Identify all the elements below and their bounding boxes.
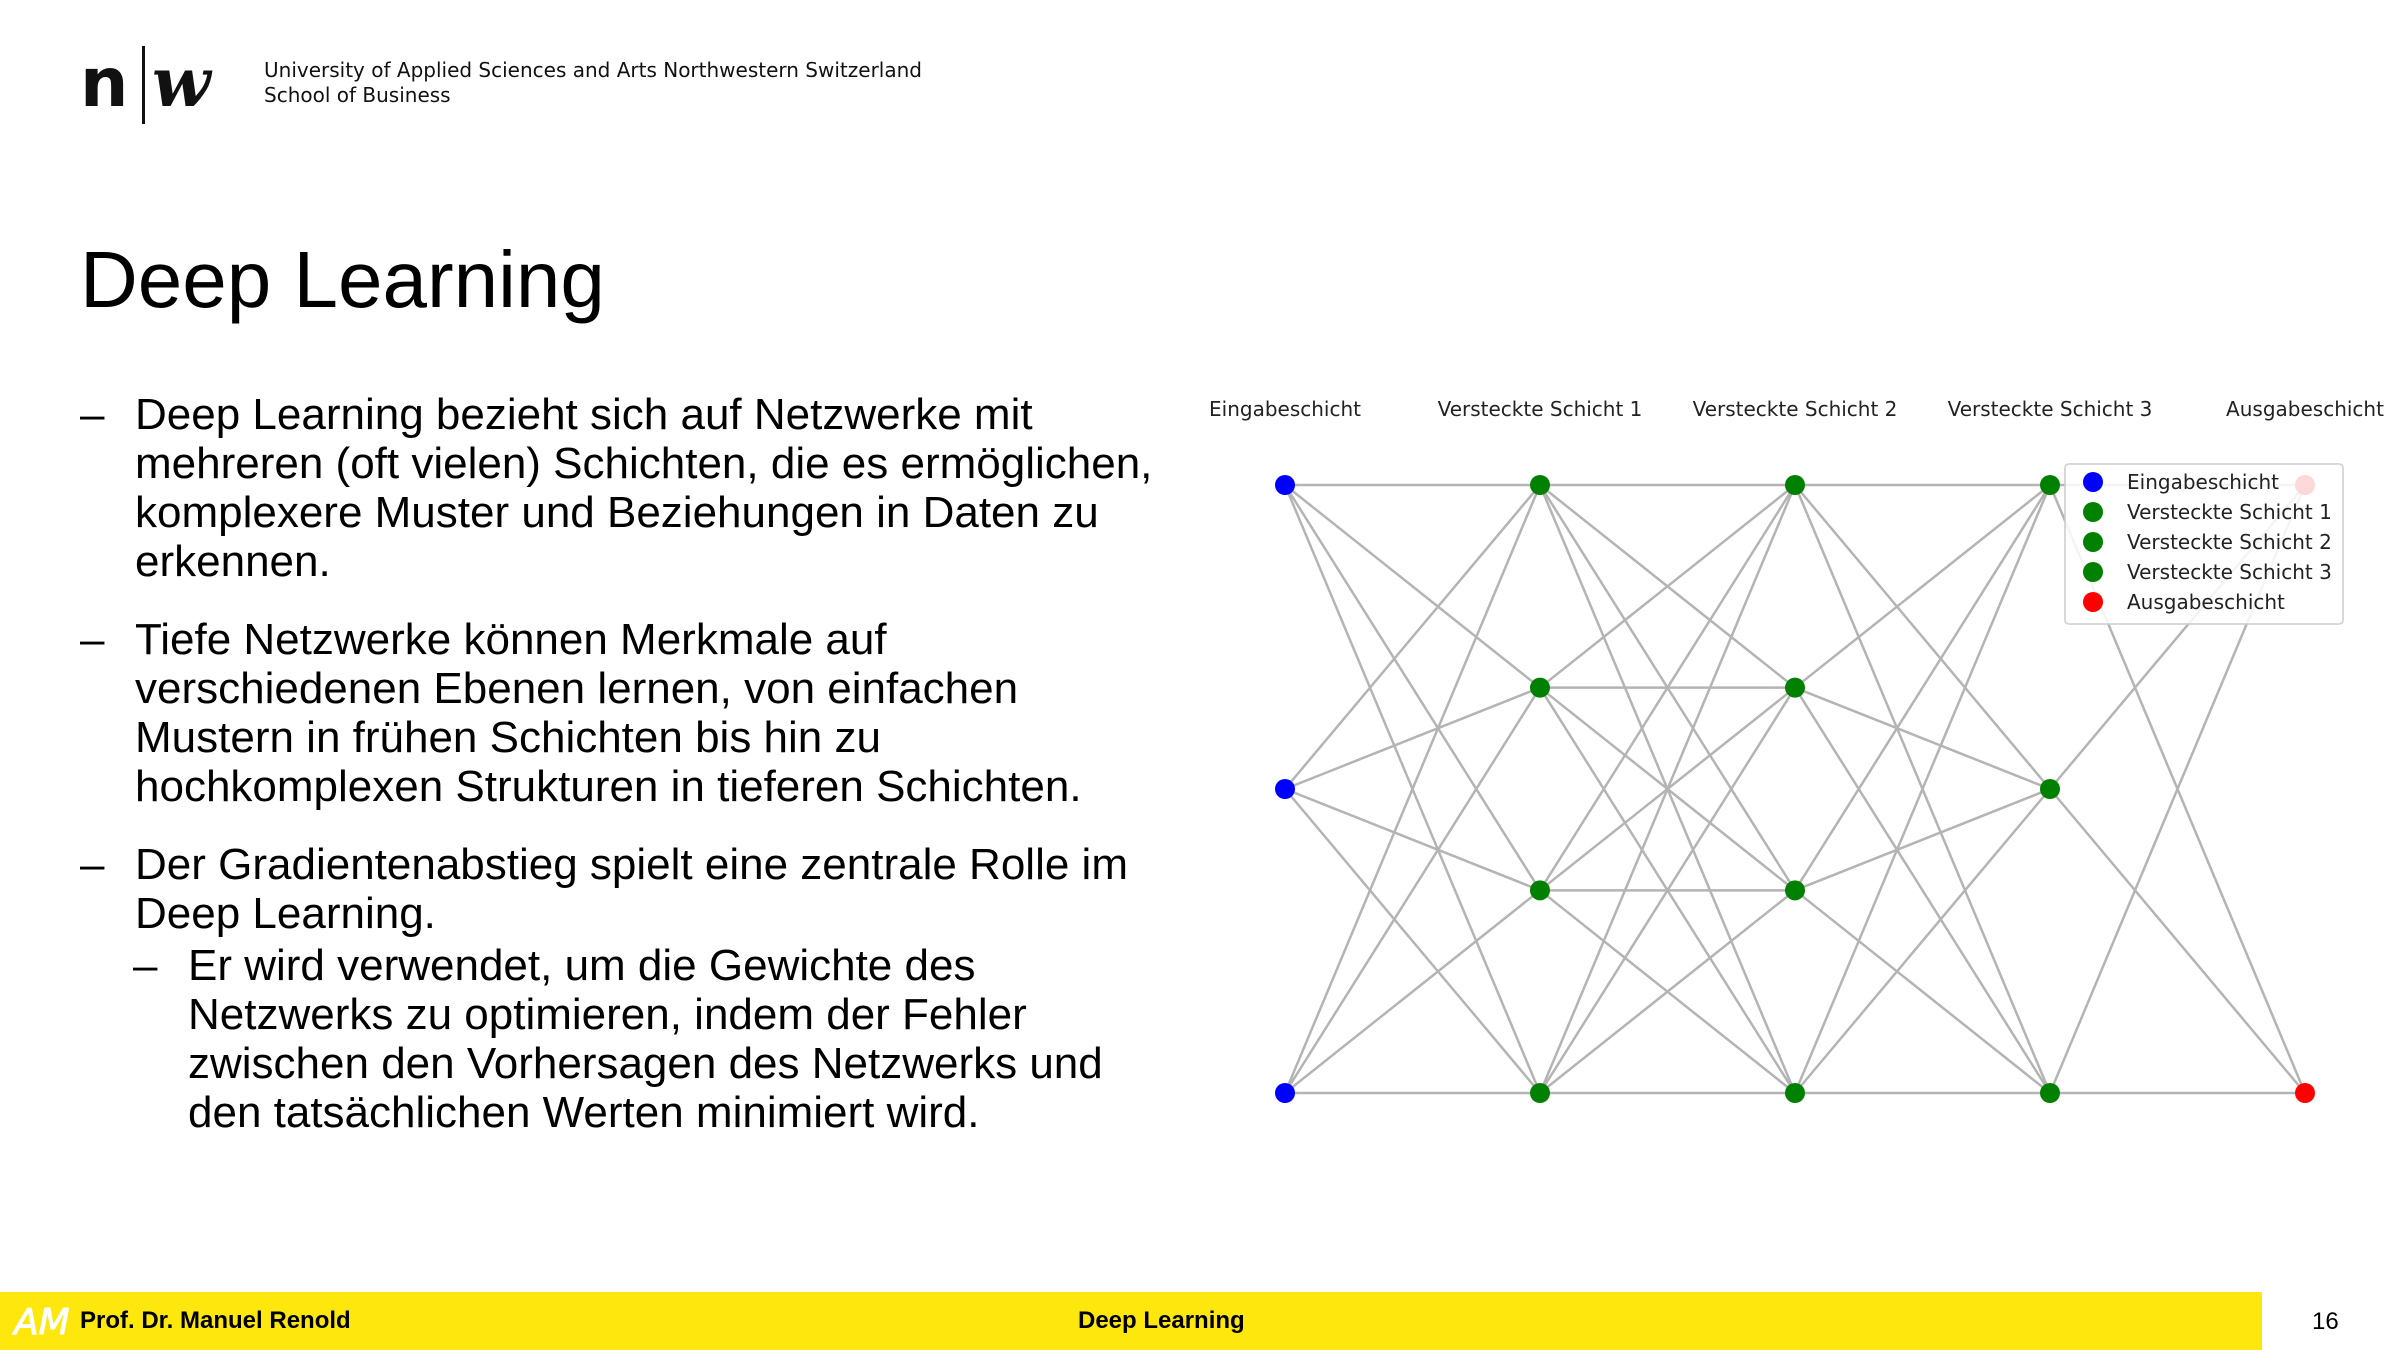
- connection-edge: [1283, 484, 1542, 1094]
- am-monogram-logo: AM: [12, 1302, 70, 1344]
- connection-edge: [1283, 484, 1542, 891]
- bullet-item: – Deep Learning bezieht sich auf Netzwer…: [80, 390, 1160, 586]
- connection-edge: [1538, 484, 1797, 1094]
- svg-text:n: n: [80, 44, 128, 123]
- bullet-text: Der Gradientenabstieg spielt eine zentra…: [135, 840, 1128, 938]
- neuron-node: [1785, 1083, 1805, 1103]
- connection-edge: [1793, 687, 2052, 1094]
- bullet-dash: –: [80, 615, 105, 664]
- neuron-node: [1785, 880, 1805, 901]
- layer-label: Ausgabeschicht: [2226, 397, 2384, 421]
- legend-label: Eingabeschicht: [2127, 470, 2279, 494]
- connection-edge: [1794, 889, 2051, 1094]
- connection-edge: [1284, 787, 1541, 892]
- bullet-list: – Deep Learning bezieht sich auf Netzwer…: [80, 390, 1160, 1166]
- connection-edge: [1794, 787, 2051, 892]
- neuron-node: [2040, 779, 2060, 799]
- page-number: 16: [2312, 1308, 2339, 1335]
- neuron-node: [1785, 677, 1805, 698]
- institution-line-1: University of Applied Sciences and Arts …: [264, 58, 922, 82]
- neuron-node: [1530, 1083, 1550, 1103]
- neuron-node: [1275, 779, 1295, 799]
- neuron-node: [2295, 1083, 2315, 1103]
- slide-title: Deep Learning: [80, 235, 605, 324]
- legend-marker: [2083, 502, 2103, 522]
- neuron-node: [1785, 475, 1805, 495]
- layer-labels: Eingabeschicht Versteckte Schicht 1 Verste…: [1209, 397, 2384, 421]
- connection-edge: [1538, 484, 1797, 891]
- layer-label: Versteckte Schicht 2: [1693, 397, 1898, 421]
- connection-edge: [1794, 484, 2051, 689]
- neuron-node: [2040, 475, 2060, 495]
- svg-text:AM: AM: [12, 1302, 70, 1343]
- institution-name: University of Applied Sciences and Arts …: [264, 58, 922, 108]
- connection-edge: [1284, 788, 1541, 1094]
- bullet-dash: –: [80, 840, 105, 889]
- neuron-node: [1530, 475, 1550, 495]
- bullet-dash: –: [80, 390, 105, 439]
- neuron-node: [1530, 677, 1550, 698]
- bullet-text: Er wird verwendet, um die Gewichte des N…: [188, 941, 1103, 1137]
- svg-text:w: w: [152, 43, 213, 123]
- legend-marker: [2083, 562, 2103, 582]
- footer-topic: Deep Learning: [1078, 1307, 1245, 1334]
- neuron-node: [2040, 1083, 2060, 1103]
- institution-line-2: School of Business: [264, 83, 451, 107]
- footer-author: Prof. Dr. Manuel Renold: [80, 1307, 351, 1334]
- legend-label: Versteckte Schicht 2: [2127, 530, 2332, 554]
- legend-label: Ausgabeschicht: [2127, 590, 2285, 614]
- layer-label: Eingabeschicht: [1209, 397, 1361, 421]
- legend-box: [2064, 463, 2344, 625]
- neuron-node: [1275, 1083, 1295, 1103]
- neuron-node: [1530, 880, 1550, 901]
- connection-edge: [1793, 484, 2052, 1094]
- legend-marker: [2083, 532, 2103, 552]
- connection-edge: [1538, 687, 1797, 1094]
- footer-bar: AM Prof. Dr. Manuel Renold Deep Learning: [0, 1292, 2262, 1350]
- connection-edge: [1539, 889, 1796, 1094]
- layer-label: Versteckte Schicht 3: [1948, 397, 2153, 421]
- fhnw-logo: n w: [80, 43, 213, 124]
- connection-edge: [1283, 687, 1542, 1094]
- bullet-text: Tiefe Netzwerke können Merkmale auf vers…: [135, 615, 1082, 811]
- legend-label: Versteckte Schicht 1: [2127, 500, 2332, 524]
- connection-edge: [1539, 484, 1796, 689]
- connection-edge: [1284, 484, 1541, 689]
- sub-bullet-item: – Er wird verwendet, um die Gewichte des…: [133, 941, 1160, 1137]
- neuron-node: [1275, 475, 1295, 495]
- bullet-item: – Der Gradientenabstieg spielt eine zent…: [80, 840, 1160, 938]
- connection-edge: [1284, 889, 1541, 1094]
- legend-marker: [2083, 592, 2103, 612]
- connection-edge: [2049, 788, 2306, 1094]
- bullet-dash: –: [133, 941, 158, 990]
- layer-label: Versteckte Schicht 1: [1438, 397, 1643, 421]
- legend-marker: [2083, 472, 2103, 492]
- connection-edge: [1794, 788, 2051, 1094]
- bullet-item: – Tiefe Netzwerke können Merkmale auf ve…: [80, 615, 1160, 811]
- connection-edge: [1793, 484, 2052, 891]
- connection-edge: [1284, 484, 1541, 790]
- legend-label: Versteckte Schicht 3: [2127, 560, 2332, 584]
- bullet-text: Deep Learning bezieht sich auf Netzwerke…: [135, 390, 1153, 586]
- connection-edge: [1794, 484, 2051, 790]
- connection-edge: [1794, 686, 2051, 791]
- connection-edge: [1284, 686, 1541, 791]
